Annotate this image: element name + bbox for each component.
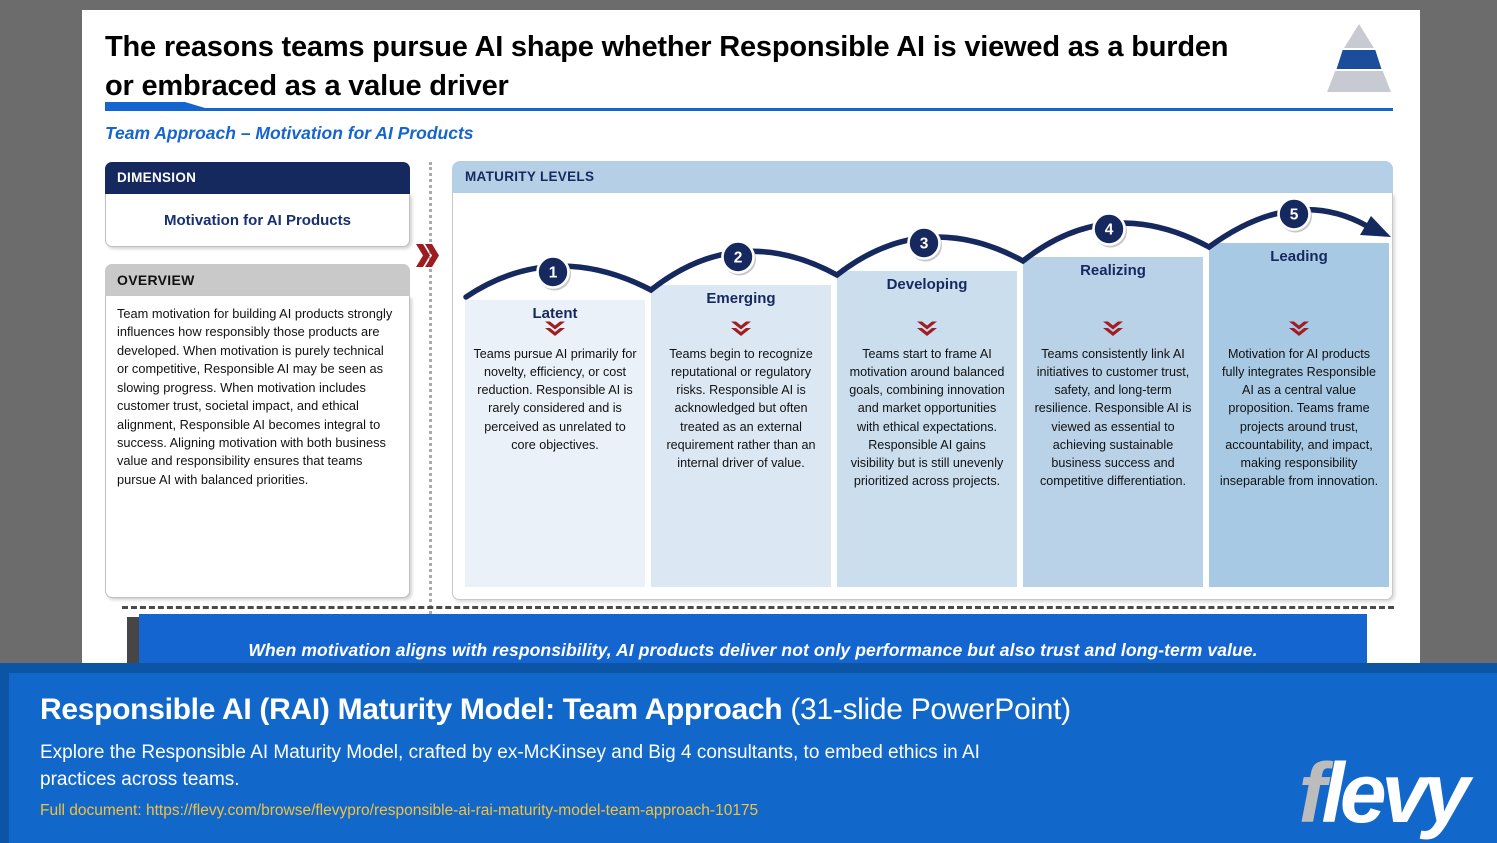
flevy-logo[interactable]: flevy: [1299, 751, 1470, 835]
dimension-value: Motivation for AI Products: [164, 211, 351, 229]
document-title: Responsible AI (RAI) Maturity Model: Tea…: [40, 693, 1497, 727]
flevy-logo-f: f: [1298, 746, 1327, 840]
document-link[interactable]: Full document: https://flevy.com/browse/…: [40, 801, 759, 819]
maturity-level-name: Latent: [532, 305, 578, 322]
document-title-format: (31-slide PowerPoint): [782, 693, 1071, 726]
maturity-level-name: Leading: [1270, 248, 1328, 265]
arrowhead-icon: [1360, 216, 1391, 237]
maturity-level-column-2: Emerging Teams begin to recognize reputa…: [651, 285, 831, 587]
pyramid-bottom-tier: [1327, 71, 1391, 92]
dimension-header: DIMENSION: [105, 162, 410, 194]
maturity-level-description: Motivation for AI products fully integra…: [1219, 347, 1379, 488]
pyramid-top-tier: [1344, 24, 1374, 48]
double-chevron-down-icon: [1289, 321, 1309, 336]
maturity-level-column-4: Realizing Teams consistently link AI ini…: [1023, 257, 1203, 587]
overview-text: Team motivation for building AI products…: [117, 306, 393, 487]
double-chevron-down-icon: [545, 321, 565, 336]
level-number: 1: [549, 265, 558, 282]
slide-subtitle: Team Approach – Motivation for AI Produc…: [105, 123, 474, 143]
maturity-level-description: Teams start to frame AI motivation aroun…: [849, 347, 1005, 488]
level-badge-4: 4: [1092, 212, 1127, 248]
overview-box: Team motivation for building AI products…: [105, 296, 410, 598]
level-number: 4: [1105, 222, 1114, 239]
double-chevron-down-icon: [917, 321, 937, 336]
flevy-footer: Responsible AI (RAI) Maturity Model: Tea…: [0, 663, 1497, 843]
maturity-level-column-5: Leading Motivation for AI products fully…: [1209, 243, 1389, 587]
title-divider-wedge: [185, 102, 215, 111]
maturity-level-description: Teams pursue AI primarily for novelty, e…: [473, 347, 637, 452]
maturity-level-description: Teams consistently link AI initiatives t…: [1034, 347, 1192, 488]
level-badge-2: 2: [721, 240, 756, 276]
double-chevron-down-icon: [731, 321, 751, 336]
level-number: 2: [734, 250, 743, 267]
overview-header: OVERVIEW: [105, 264, 410, 296]
title-divider-line: [105, 108, 1393, 111]
pyramid-middle-tier: [1336, 50, 1382, 69]
key-takeaway-text: When motivation aligns with responsibili…: [248, 640, 1258, 660]
level-badge-3: 3: [907, 226, 942, 262]
slide-title: The reasons teams pursue AI shape whethe…: [105, 31, 1229, 102]
maturity-level-description: Teams begin to recognize reputational or…: [666, 347, 816, 470]
dotted-separator: [429, 162, 432, 614]
maturity-panel: Latent Teams pursue AI primarily for nov…: [452, 193, 1393, 600]
maturity-level-name: Realizing: [1080, 262, 1146, 279]
red-chevron-right-icon: [416, 244, 439, 267]
powerpoint-slide: The reasons teams pursue AI shape whethe…: [82, 10, 1420, 843]
document-title-bold: Responsible AI (RAI) Maturity Model: Tea…: [40, 693, 783, 726]
flevy-logo-levy: levy: [1321, 746, 1470, 840]
level-badge-1: 1: [536, 255, 571, 291]
flevy-footer-panel: Responsible AI (RAI) Maturity Model: Tea…: [9, 673, 1497, 843]
title-divider-accent-bar: [105, 102, 185, 111]
dashed-divider: [122, 606, 1394, 609]
maturity-level-name: Developing: [886, 276, 968, 293]
document-description: Explore the Responsible AI Maturity Mode…: [40, 742, 980, 790]
level-badge-5: 5: [1277, 197, 1312, 233]
maturity-level-column-3: Developing Teams start to frame AI motiv…: [837, 271, 1017, 587]
maturity-level-column-1: Latent Teams pursue AI primarily for nov…: [465, 300, 645, 587]
double-chevron-down-icon: [1103, 321, 1123, 336]
level-number: 5: [1290, 207, 1299, 224]
level-number: 3: [920, 236, 929, 253]
maturity-levels-header: MATURITY LEVELS: [452, 161, 1393, 193]
maturity-level-name: Emerging: [706, 290, 776, 307]
pyramid-logo-icon: [1325, 24, 1393, 96]
dimension-value-box: Motivation for AI Products: [105, 194, 410, 247]
